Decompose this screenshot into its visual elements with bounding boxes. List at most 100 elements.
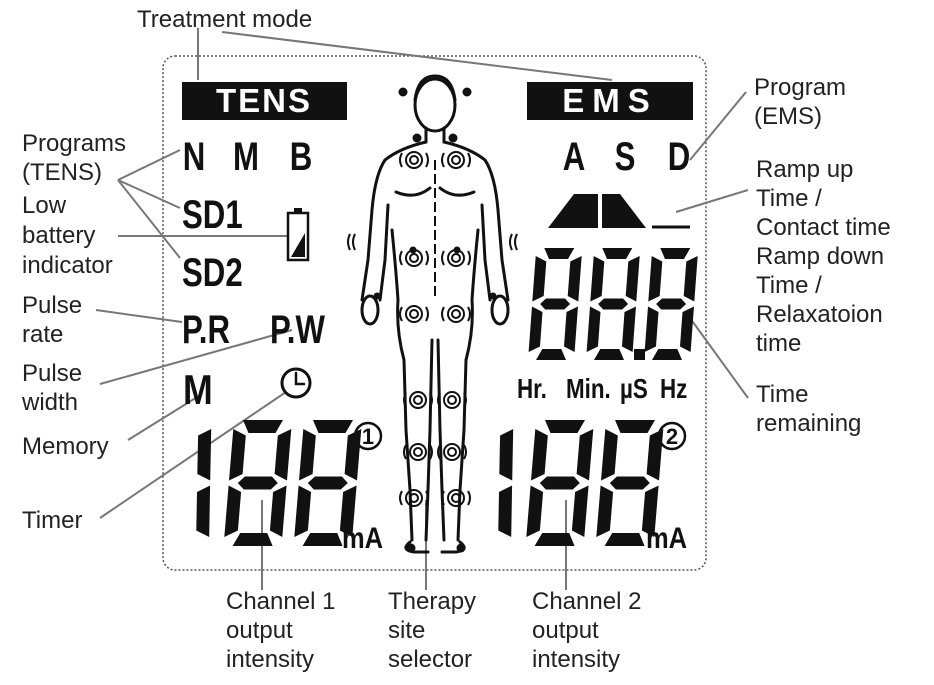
segment-a [544, 248, 575, 259]
pulse-rate-label: P.R [182, 307, 230, 352]
digits-ch2-digit-0 [498, 429, 514, 537]
segment-c [622, 306, 636, 352]
segment-g [598, 298, 629, 310]
digits-ch2-digit-2 [596, 420, 664, 546]
segment-f [601, 429, 618, 481]
segment-b [646, 429, 664, 481]
segment-e [586, 306, 601, 352]
segment-c [680, 306, 694, 352]
segment-b [576, 429, 594, 481]
channel1-marker: 1 [353, 421, 383, 451]
segment-g [539, 476, 580, 490]
leader-lines [95, 28, 749, 590]
segment-f [648, 256, 663, 302]
callout-pulse-rate-line1: Pulse [22, 292, 82, 319]
leader-program-ems [689, 91, 747, 161]
segment-f [531, 429, 548, 481]
callout-time-remaining-line2: remaining [756, 410, 861, 437]
segment-f [229, 429, 246, 481]
segment-g [609, 476, 650, 490]
callout-ramp-line2: Time / [756, 185, 822, 212]
program-d: D [668, 134, 691, 179]
digits-ch1-digit-0 [196, 429, 212, 537]
arm-site-marker [347, 233, 356, 251]
segment-b [274, 429, 292, 481]
callout-pulse-width-line2: width [21, 389, 78, 416]
leader-memory [127, 393, 203, 441]
segment-d [302, 533, 343, 546]
segment-c [196, 485, 211, 537]
channel1-ma-unit: mA [342, 521, 383, 554]
segment-b [499, 429, 514, 481]
callout-ramp-line5: Time / [756, 272, 822, 299]
segment-a [313, 420, 353, 433]
segment-d [604, 533, 645, 546]
callout-pulse-width-line1: Pulse [22, 360, 82, 387]
ems-label: EMS [562, 82, 658, 119]
callout-channel2-line2: output [532, 617, 599, 644]
leader-programs-sd2 [117, 179, 181, 259]
channel2-marker: 2 [657, 421, 687, 451]
leader-timer [99, 391, 287, 519]
leader-treatment-ems [221, 31, 613, 81]
segment-a [545, 420, 585, 433]
leader-programs-n [117, 149, 181, 181]
unit-hr: Hr. [517, 374, 547, 405]
therapy-site-marker [437, 443, 467, 461]
channel1-digits [196, 420, 362, 546]
callout-ramp-line7: time [756, 330, 801, 357]
segment-e [224, 485, 242, 537]
segment-e [644, 306, 659, 352]
segment-c [498, 485, 513, 537]
callout-channel1-line2: output [226, 617, 293, 644]
callout-channel1-line1: Channel 1 [226, 588, 335, 615]
ramp-down-segment [602, 194, 646, 228]
leader-ramp [675, 189, 749, 213]
callout-ramp-line4: Ramp down [756, 243, 884, 270]
callout-therapy-site-line2: site [388, 617, 425, 644]
leader-programs-sd1 [117, 179, 181, 209]
callout-pulse-rate-line2: rate [22, 321, 63, 348]
program-n: N [183, 134, 206, 179]
callout-treatment-mode: Treatment mode [137, 6, 312, 33]
time-units: Hr. Min. µS Hz [517, 374, 687, 405]
channel2-marker-number: 2 [666, 424, 678, 449]
therapy-site-marker [437, 391, 467, 409]
callout-ramp-line1: Ramp up [756, 156, 853, 183]
tens-badge: TENS [182, 82, 347, 120]
segment-d [652, 349, 682, 360]
callout-labels: Treatment mode Program (EMS) Programs (T… [21, 6, 891, 673]
digits-ch1-digit-2 [294, 420, 362, 546]
program-sd2: SD2 [182, 250, 243, 295]
therapy-site-marker [403, 391, 433, 409]
callout-therapy-site-line1: Therapy [388, 588, 476, 615]
digits-timer-digit-2 [644, 248, 698, 360]
therapy-site-marker [399, 249, 429, 267]
callout-time-remaining-line1: Time [756, 381, 808, 408]
segment-c [269, 485, 287, 537]
callout-low-battery-line2: battery [22, 222, 95, 249]
callout-programs-tens-line2: (TENS) [22, 159, 102, 186]
unit-hz: Hz [660, 374, 687, 405]
segment-b [567, 256, 582, 302]
segment-b [197, 429, 212, 481]
segment-b [344, 429, 362, 481]
segment-g [237, 476, 278, 490]
digits-timer-digit-0 [528, 248, 582, 360]
segment-e [294, 485, 312, 537]
leader-time-remaining [689, 317, 749, 399]
segment-f [299, 429, 316, 481]
therapy-site-marker [441, 489, 471, 507]
leader-pulse-width [99, 329, 293, 385]
segment-e [596, 485, 614, 537]
unit-min: Min. [566, 374, 611, 405]
body-figure-icon [347, 74, 518, 554]
segment-c [641, 485, 659, 537]
callout-timer: Timer [22, 507, 82, 534]
therapy-site-marker [399, 151, 429, 169]
therapy-site-marker [399, 489, 429, 507]
callout-low-battery-line3: indicator [22, 252, 113, 279]
lcd-frame [162, 55, 707, 571]
tens-label: TENS [216, 82, 312, 119]
segment-e [528, 306, 543, 352]
